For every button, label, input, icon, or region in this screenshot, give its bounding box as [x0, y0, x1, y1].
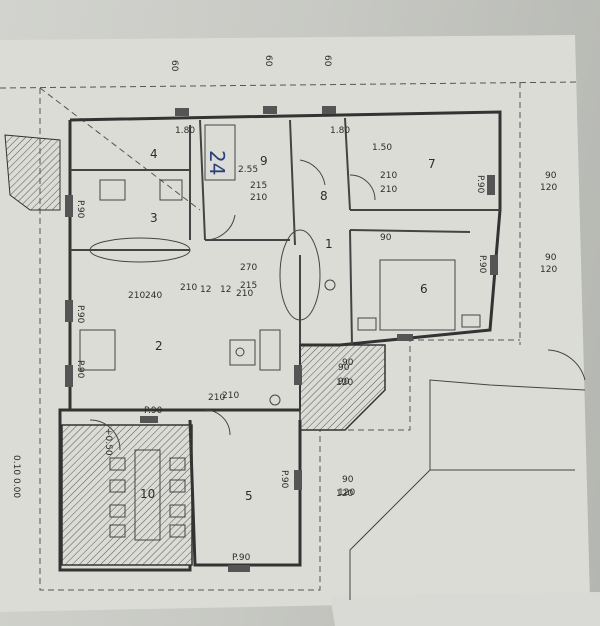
side-90-a: 90: [545, 171, 557, 181]
dim-top-1: 60: [169, 60, 179, 72]
side-120-d: 120: [336, 489, 353, 499]
room-number-5: 5: [245, 489, 253, 503]
room-number-2: 2: [155, 339, 163, 353]
dim-top-2: 60: [263, 55, 273, 67]
room-number-1: 1: [325, 237, 333, 251]
dim-top-3: 60: [322, 55, 332, 67]
small-dim-210: 210: [208, 393, 225, 403]
furniture: [79, 124, 586, 600]
dim-240: 240: [145, 291, 162, 301]
door-dim-11: 210: [222, 391, 239, 401]
terrace-hatching: [4, 134, 386, 566]
room-number-6: 6: [420, 282, 428, 296]
dim-270: 270: [240, 263, 257, 273]
door-dim-1: 215: [250, 181, 267, 191]
door-dim-8: 90: [338, 363, 350, 373]
side-120-a: 120: [540, 183, 557, 193]
window-size-2: 1.80: [330, 126, 350, 136]
room-number-8: 8: [320, 189, 328, 203]
window-note-5: P.90: [477, 255, 487, 274]
interior-walls: [70, 117, 500, 410]
room-number-9: 9: [260, 154, 268, 168]
side-90-c: 90: [342, 358, 354, 368]
room-number-7: 7: [428, 157, 436, 171]
door-dim-2: 210: [250, 193, 267, 203]
left-note-3: +0.50: [103, 428, 113, 456]
dim-210: 210: [128, 291, 145, 301]
door-dim-3: 210: [236, 289, 253, 299]
paper-strip: [330, 592, 600, 626]
stair-12b: 12: [220, 285, 231, 295]
door-dim-5: 210: [380, 171, 397, 181]
window-note-3: P.90: [279, 470, 289, 489]
window-note-7: P.90: [75, 360, 85, 379]
left-note-1: 0.10: [11, 455, 21, 475]
window-note-6: P.90: [75, 305, 85, 324]
door-dim-10: 120: [338, 488, 355, 498]
window-note-2: P.90: [232, 553, 251, 563]
stair-12a: 12: [200, 285, 211, 295]
door-dim-4: 215: [240, 281, 257, 291]
room-number-3: 3: [150, 211, 158, 225]
side-120-c: 120: [336, 378, 353, 388]
small-dim-255: 2.55: [238, 165, 258, 175]
window-note-4: P.90: [475, 175, 485, 194]
window-markers: [65, 106, 498, 572]
window-note-1: P.90: [144, 406, 163, 416]
door-dim-9: 90: [338, 377, 350, 387]
side-90-d: 90: [342, 475, 354, 485]
window-size-1: 1.80: [175, 126, 195, 136]
door-dim-7: 90: [380, 233, 392, 243]
room-number-10: 10: [140, 487, 155, 501]
side-90-b: 90: [545, 253, 557, 263]
door-dim-6: 210: [380, 185, 397, 195]
handwritten-note: 24: [205, 150, 229, 175]
left-note-2: 0.00: [11, 478, 21, 498]
side-120-b: 120: [540, 265, 557, 275]
small-dim-150: 1.50: [372, 143, 392, 153]
door-dim-12: 210: [180, 283, 197, 293]
window-note-8: P.90: [75, 200, 85, 219]
room-number-4: 4: [150, 147, 158, 161]
